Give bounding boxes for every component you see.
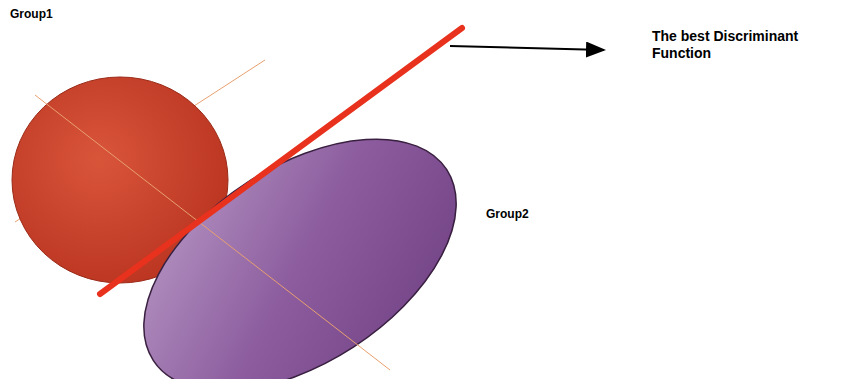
leader-arrow: [450, 46, 604, 50]
group2-axis-line: [35, 95, 390, 370]
group-label: Group2: [486, 207, 529, 221]
function-label: The best Discriminant Function: [652, 28, 842, 62]
discriminant-line: [100, 28, 462, 294]
group2-ellipse: [100, 87, 500, 379]
group-label: Group1: [10, 7, 53, 21]
